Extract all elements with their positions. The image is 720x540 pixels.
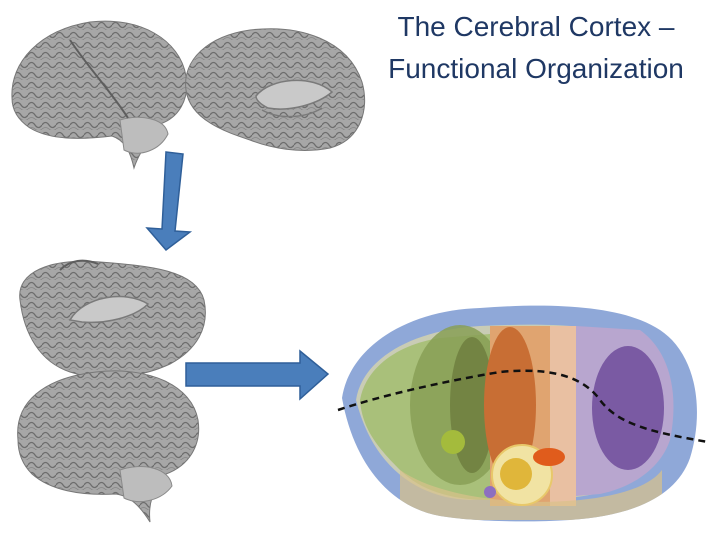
brain-medial-rotated-view	[19, 259, 206, 379]
arrow-down	[145, 151, 193, 252]
title-line-2: Functional Organization	[388, 53, 684, 84]
cortex-functional-map	[337, 305, 709, 522]
dashed-boundary-line	[337, 369, 709, 444]
brain-lateral-lower-view	[17, 370, 200, 523]
brain-lateral-view	[11, 20, 188, 170]
slide-title: The Cerebral Cortex – Functional Organiz…	[355, 6, 717, 90]
arrow-right	[185, 349, 330, 401]
brain-medial-view	[185, 28, 366, 151]
title-line-1: The Cerebral Cortex –	[397, 11, 675, 42]
